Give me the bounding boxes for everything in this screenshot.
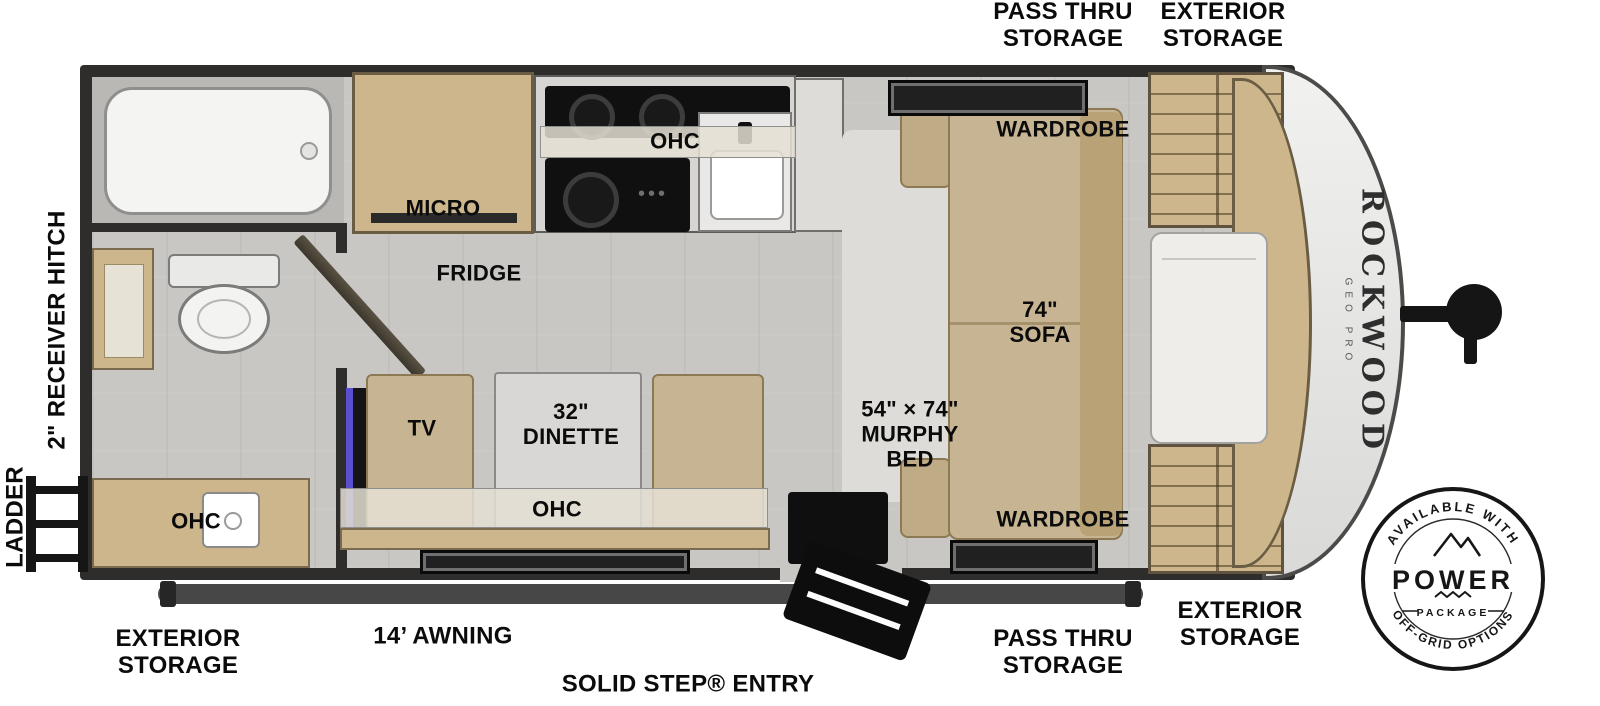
bathtub-drain bbox=[300, 142, 318, 160]
label-line: STORAGE bbox=[117, 652, 239, 679]
sofa-armrest-top bbox=[900, 108, 952, 188]
label-exterior-bottom-left: EXTERIOR STORAGE bbox=[115, 625, 240, 679]
label-line: 54" × 74" bbox=[861, 396, 959, 422]
label-exterior-top: EXTERIOR STORAGE bbox=[1160, 0, 1285, 52]
bath-wall-vertical bbox=[336, 368, 347, 568]
label-line: EXTERIOR bbox=[1160, 0, 1286, 25]
label-ohc-bath: OHC bbox=[171, 508, 221, 534]
sofa-armrest-bottom bbox=[900, 458, 952, 538]
label-awning: 14’ AWNING bbox=[373, 622, 513, 650]
label-wardrobe-bottom: WARDROBE bbox=[996, 506, 1130, 532]
label-ladder: LADDER bbox=[1, 466, 29, 568]
awning-bar bbox=[158, 581, 1143, 607]
toilet-tank bbox=[168, 254, 280, 288]
cabinet-divider bbox=[1216, 75, 1219, 225]
label-line: DINETTE bbox=[522, 424, 620, 449]
badge-mask bbox=[1382, 564, 1524, 592]
brand-series: GEO PRO bbox=[1342, 277, 1354, 367]
label-wardrobe-top: WARDROBE bbox=[996, 116, 1130, 142]
label-micro: MICRO bbox=[405, 195, 481, 221]
label-exterior-bottom-right: EXTERIOR STORAGE bbox=[1177, 597, 1302, 651]
stove-knobs: ••• bbox=[638, 183, 669, 205]
window-top bbox=[888, 80, 1088, 116]
dinette-base-trim bbox=[340, 528, 770, 550]
label-line: STORAGE bbox=[1162, 25, 1284, 52]
cabinet-divider bbox=[1216, 447, 1219, 571]
dinette-overhead-cabinet bbox=[340, 488, 768, 528]
label-line: STORAGE bbox=[1179, 624, 1301, 651]
kitchen-overhead-cabinet bbox=[540, 126, 796, 158]
label-line: 74" bbox=[1022, 297, 1058, 322]
label-line: SOFA bbox=[1009, 322, 1071, 347]
tv-accent-strip bbox=[346, 388, 353, 546]
label-entry: SOLID STEP® ENTRY bbox=[561, 670, 815, 698]
ladder-rung bbox=[26, 554, 88, 562]
badge-power-text: POWER bbox=[1392, 565, 1514, 595]
label-line: STORAGE bbox=[1002, 25, 1124, 52]
sink-basin bbox=[710, 150, 784, 220]
label-pass-thru-top: PASS THRU STORAGE bbox=[993, 0, 1133, 52]
hitch-jack-icon bbox=[1400, 268, 1502, 368]
microwave-door bbox=[371, 213, 517, 223]
label-line: EXTERIOR bbox=[115, 625, 241, 652]
label-tv: TV bbox=[407, 415, 437, 441]
sofa-backrest bbox=[1080, 112, 1122, 536]
label-murphy-bed: 54" × 74" MURPHY BED bbox=[861, 397, 959, 472]
label-receiver-hitch: 2" RECEIVER HITCH bbox=[43, 210, 71, 450]
label-dinette: 32" DINETTE bbox=[523, 399, 619, 449]
ladder-rung bbox=[26, 520, 88, 528]
bath-wall-horizontal bbox=[92, 223, 346, 232]
brand-logo: ROCKWOOD GEO PRO bbox=[1343, 188, 1390, 456]
label-line: PASS THRU bbox=[993, 0, 1133, 25]
label-ohc-dinette: OHC bbox=[532, 496, 582, 522]
power-package-badge: AVAILABLE WITH OFF-GRID OPTIONS POWER PA… bbox=[1361, 487, 1545, 671]
label-sofa: 74" SOFA bbox=[1009, 297, 1070, 347]
label-line: 32" bbox=[553, 399, 589, 424]
bath-mirror bbox=[104, 264, 144, 358]
ladder-rung bbox=[26, 486, 88, 494]
badge-package-text: PACKAGE bbox=[1417, 607, 1490, 619]
toilet-bowl bbox=[178, 284, 270, 354]
label-ohc-kitchen: OHC bbox=[650, 128, 700, 154]
micro-fridge-cabinet bbox=[352, 72, 534, 234]
range-stove: ••• bbox=[545, 158, 690, 232]
brand-name: ROCKWOOD bbox=[1354, 188, 1390, 456]
counter-end-panel bbox=[794, 78, 844, 232]
label-line: STORAGE bbox=[1002, 652, 1124, 679]
label-line: MURPHY bbox=[861, 421, 959, 447]
dinette-window bbox=[420, 550, 690, 574]
label-pass-thru-bottom: PASS THRU STORAGE bbox=[993, 625, 1133, 679]
bathtub bbox=[104, 87, 332, 215]
label-line: BED bbox=[886, 446, 934, 472]
sofa-cushion-seam bbox=[950, 322, 1080, 325]
label-fridge: FRIDGE bbox=[436, 260, 522, 286]
bath-vanity bbox=[92, 248, 154, 370]
hitch-stub bbox=[1464, 330, 1477, 364]
label-line: PASS THRU bbox=[993, 625, 1133, 652]
window-bottom bbox=[950, 540, 1098, 574]
mountains-icon bbox=[1433, 532, 1482, 557]
burner-icon bbox=[563, 172, 619, 228]
bath-counter bbox=[92, 478, 310, 568]
bath-wall-segment bbox=[336, 223, 347, 253]
front-mattress bbox=[1150, 232, 1268, 444]
bath-sink bbox=[202, 492, 260, 548]
ladder-icon bbox=[26, 476, 88, 572]
label-line: EXTERIOR bbox=[1177, 597, 1303, 624]
wave-icon bbox=[1434, 590, 1472, 599]
